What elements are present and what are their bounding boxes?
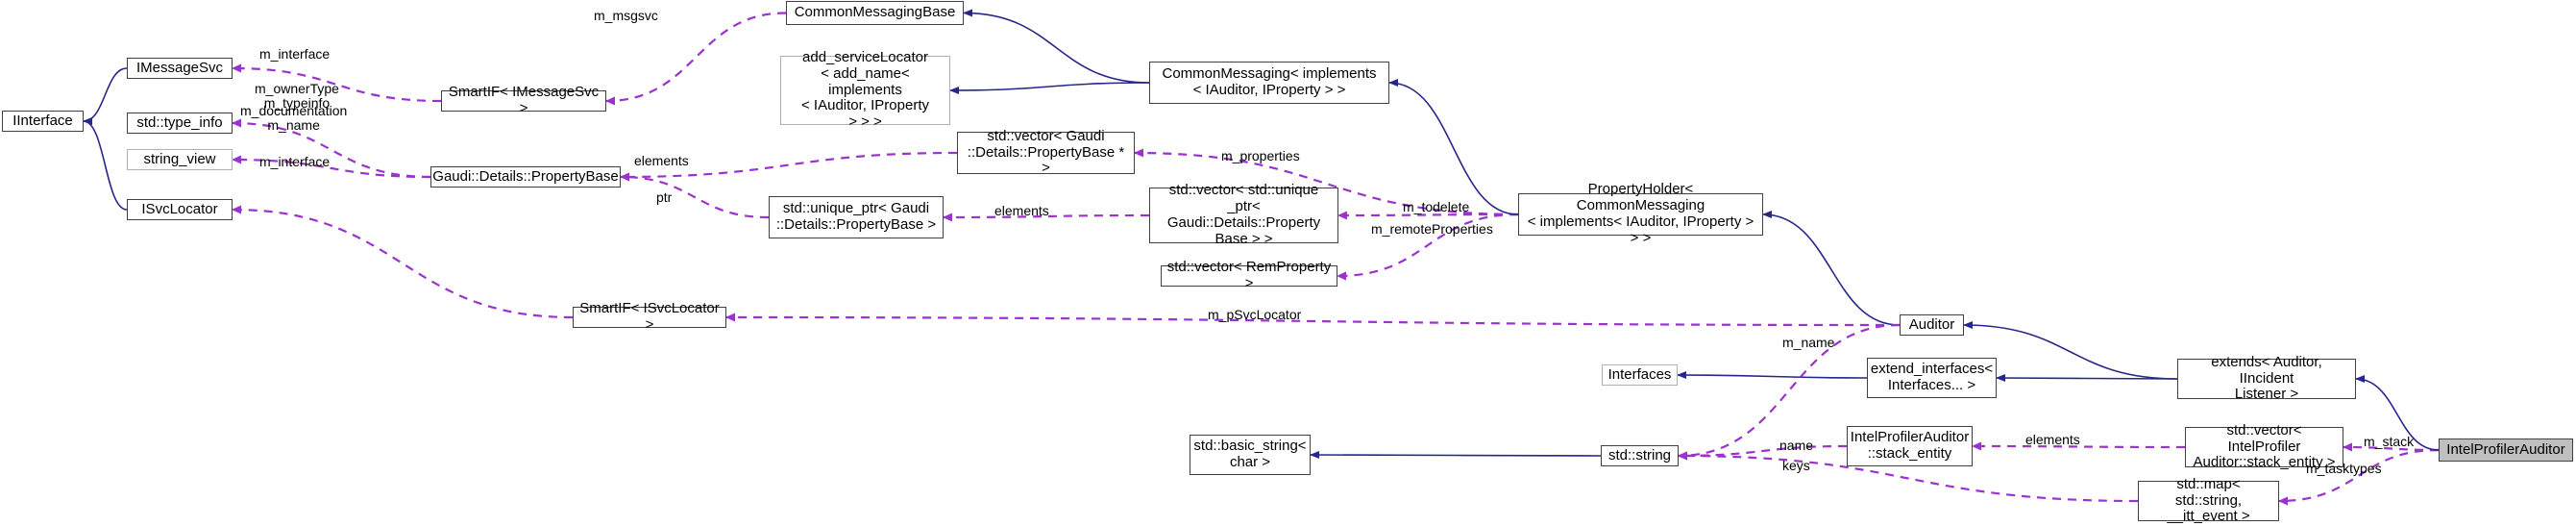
edge-smartif_isvclocator-to-isvclocator	[232, 205, 574, 319]
edge-label-lbl-m-stack: m_stack	[2364, 434, 2415, 449]
class-node-intelprofilerauditor-stack-entity[interactable]: IntelProfilerAuditor ::stack_entity	[1847, 426, 1973, 466]
class-node-extends-auditor-iincidentlistener[interactable]: extends< Auditor, IIncident Listener >	[2177, 354, 2356, 402]
edge-label-lbl-elements-1: elements	[634, 153, 689, 168]
edge-auditor-to-smartif_isvclocator	[725, 313, 1901, 327]
class-node-unique-ptr-propertybase[interactable]: std::unique_ptr< Gaudi ::Details::Proper…	[769, 196, 944, 238]
edge-label-lbl-m-interface-svc: m_interface	[259, 154, 331, 169]
class-node-imessagesvc[interactable]: IMessageSvc	[127, 58, 233, 79]
edge-commonmessagingbase-to-smartif_imessagesvc	[605, 12, 787, 106]
class-node-extend-interfaces[interactable]: extend_interfaces< Interfaces... >	[1867, 358, 1997, 398]
class-node-smartif-isvclocator[interactable]: SmartIF< ISvcLocator >	[573, 300, 726, 333]
class-node-iinterface[interactable]: IInterface	[2, 111, 84, 132]
class-node-isvclocator[interactable]: ISvcLocator	[127, 199, 233, 220]
edge-label-lbl-m-documentation: m_documentation m_name	[240, 103, 348, 134]
edge-label-lbl-m-todelete: m_todelete	[1403, 199, 1470, 214]
class-node-std-string[interactable]: std::string	[1601, 445, 1679, 466]
class-node-vector-remproperty[interactable]: std::vector< RemProperty >	[1161, 259, 1337, 291]
edge-auditor-to-propertyholder	[1762, 211, 1901, 326]
edge-extend_interfaces-to-interfaces	[1677, 371, 1868, 380]
class-node-vector-unique-ptr-propertybase[interactable]: std::vector< std::unique _ptr< Gaudi::De…	[1149, 183, 1338, 247]
class-node-std-type-info[interactable]: std::type_info	[127, 113, 233, 134]
class-node-commonmessagingbase[interactable]: CommonMessagingBase	[786, 1, 964, 25]
class-node-interfaces[interactable]: Interfaces	[1602, 364, 1678, 386]
edge-commonmessaging-to-add_servicelocator	[949, 82, 1150, 94]
edge-commonmessaging-to-commonmessagingbase	[963, 9, 1150, 84]
class-node-auditor[interactable]: Auditor	[1900, 314, 1964, 336]
class-node-gaudi-details-propertybase[interactable]: Gaudi::Details::PropertyBase	[430, 166, 621, 188]
edge-isvclocator-to-iinterface	[83, 117, 128, 211]
class-node-map-string-itt-event[interactable]: std::map< std::string, __itt_event >	[2138, 476, 2279, 524]
class-node-commonmessaging[interactable]: CommonMessaging< implements < IAuditor, …	[1149, 62, 1389, 104]
class-node-smartif-imessagesvc[interactable]: SmartIF< IMessageSvc >	[441, 84, 606, 116]
edge-std_string-to-std_basic_string_char	[1310, 451, 1602, 460]
edge-imessagesvc-to-iinterface	[83, 67, 128, 125]
edge-label-lbl-m-msgsvc: m_msgsvc	[594, 8, 658, 23]
edge-label-lbl-m-psvclocator: m_pSvcLocator	[1208, 307, 1302, 322]
edge-intelprofilerauditor_stack_entity-to-std_string	[1678, 444, 1848, 461]
edge-label-lbl-m-tasktypes: m_tasktypes	[2306, 461, 2382, 476]
edge-label-lbl-keys: keys	[1782, 458, 1810, 473]
class-node-add-servicelocator[interactable]: add_serviceLocator < add_name< implement…	[780, 49, 950, 130]
class-node-intelprofilerauditor[interactable]: IntelProfilerAuditor	[2439, 438, 2573, 462]
class-node-std-basic-string-char[interactable]: std::basic_string< char >	[1190, 435, 1311, 475]
edge-propertyholder-to-commonmessaging	[1388, 79, 1519, 215]
class-node-vector-propertybase-ptr[interactable]: std::vector< Gaudi ::Details::PropertyBa…	[957, 128, 1135, 176]
edge-label-lbl-m-remoteproperties: m_remoteProperties	[1371, 221, 1493, 237]
edge-label-lbl-name: name	[1779, 438, 1814, 453]
edge-extends_auditor_iincidentlistener-to-extend_interfaces	[1996, 374, 2178, 383]
edge-label-lbl-m-interface-msg: m_interface	[259, 46, 331, 62]
class-node-string-view[interactable]: string_view	[127, 149, 233, 170]
edge-label-lbl-m-properties: m_properties	[1221, 148, 1300, 163]
edge-label-lbl-m-name: m_name	[1782, 335, 1835, 350]
edge-label-lbl-elements-3: elements	[2025, 432, 2080, 447]
edge-label-lbl-ptr: ptr	[656, 189, 673, 205]
edge-label-lbl-elements-2: elements	[994, 203, 1049, 218]
class-node-propertyholder[interactable]: PropertyHolder< CommonMessaging < implem…	[1518, 182, 1763, 246]
edge-unique_ptr_propertybase-to-gaudi_details_propertybase	[620, 172, 770, 219]
